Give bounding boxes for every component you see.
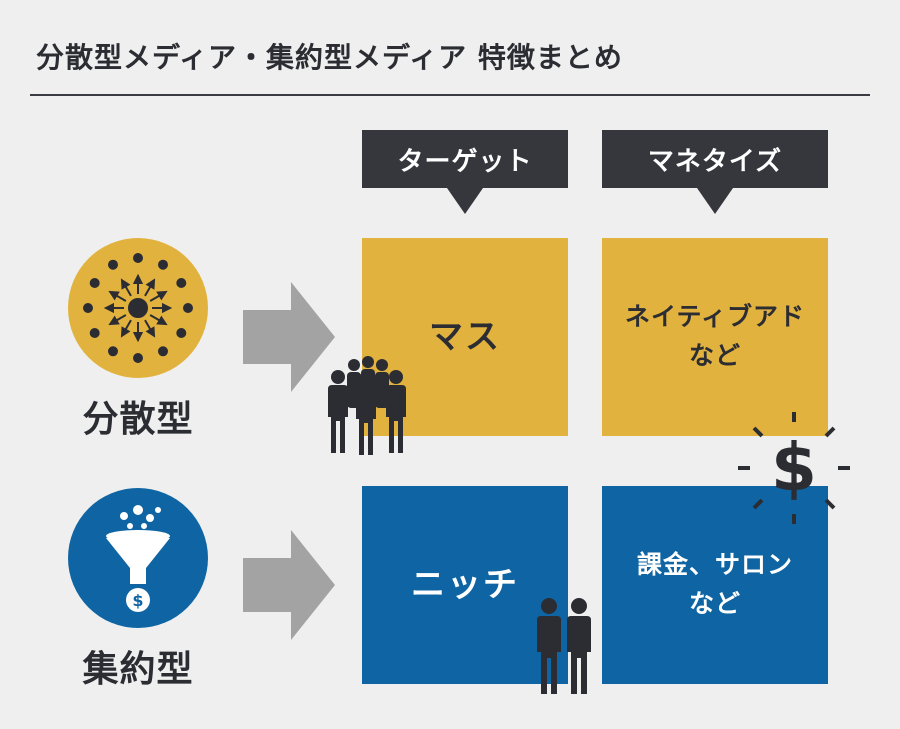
row-label-distributed: 分散型	[82, 399, 194, 440]
page-title: 分散型メディア・集約型メディア 特徴まとめ	[36, 41, 623, 74]
column-header-target: ターゲット	[362, 130, 568, 214]
row-label-aggregated: 集約型	[82, 649, 194, 690]
column-header-target-label: ターゲット	[397, 146, 533, 177]
svg-text:$: $	[132, 591, 143, 610]
cell-aggregated-target: ニッチ	[362, 486, 568, 684]
cell-distributed-monetize-line2: など	[688, 341, 741, 370]
cell-aggregated-monetize-line2: など	[688, 589, 741, 618]
cell-distributed-monetize-line1: ネイティブアド	[624, 302, 805, 332]
arrow-right-icon	[243, 282, 335, 392]
cell-distributed-monetize: ネイティブアド など	[602, 238, 828, 436]
cell-distributed-target-text: マス	[429, 316, 501, 357]
crowd-silhouette-icon	[328, 356, 406, 455]
svg-text:$: $	[771, 429, 817, 506]
funnel-coin-icon: $	[68, 488, 208, 628]
cell-aggregated-target-text: ニッチ	[411, 564, 519, 605]
title-divider	[30, 94, 870, 96]
column-header-monetize: マネタイズ	[602, 130, 828, 214]
cell-aggregated-monetize-line1: 課金、サロン	[636, 550, 793, 580]
arrow-right-icon	[243, 530, 335, 640]
radiating-network-icon	[68, 238, 208, 378]
two-people-silhouette-icon	[537, 598, 591, 694]
column-header-monetize-label: マネタイズ	[647, 146, 783, 177]
dollar-sign-icon: $	[738, 412, 850, 524]
cell-aggregated-monetize: 課金、サロン など	[602, 486, 828, 684]
